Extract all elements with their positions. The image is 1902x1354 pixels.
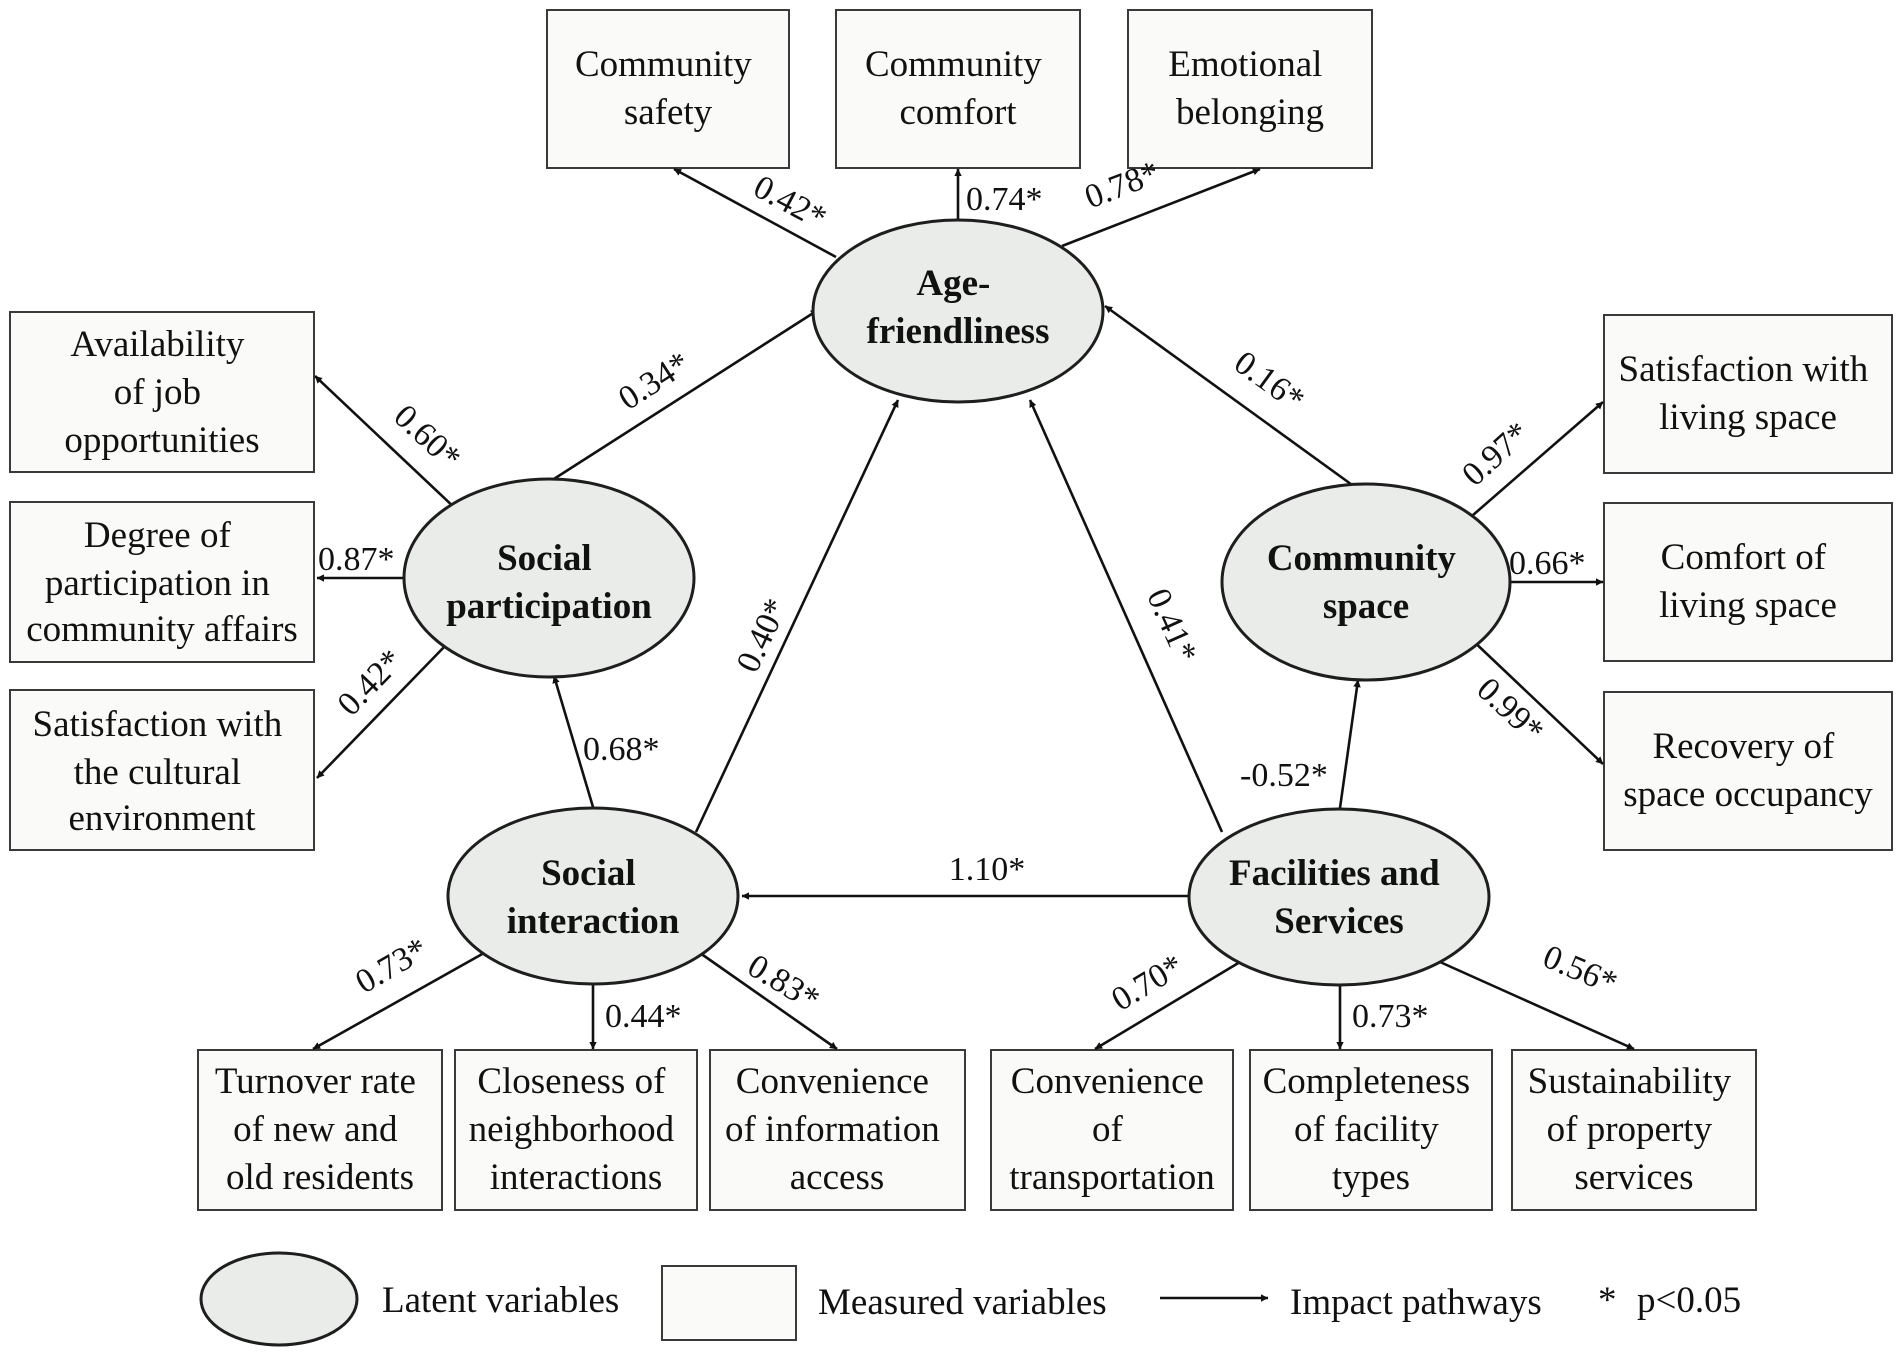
coef-fs-transport: 0.70* [1105, 947, 1190, 1018]
measured-cultural-environment: Satisfaction with the cultural environme… [9, 689, 315, 851]
coef-cs-comfort: 0.66* [1509, 545, 1586, 582]
coef-cs-recovery: 0.99* [1470, 671, 1551, 750]
coef-si-turnover: 0.73* [349, 931, 434, 1001]
coef-age-safety: 0.42* [747, 168, 832, 237]
svg-text:Recovery of space occupa: Recovery of space occupancy [1623, 726, 1873, 815]
svg-text:Turnover rate of new and: Turnover rate of new and old residents [215, 1061, 425, 1198]
measured-neighborhood-closeness: Closeness of neighborhood interactions [454, 1049, 698, 1211]
path-age-to-belonging [1061, 167, 1261, 248]
legend-measured-swatch [661, 1265, 797, 1341]
coef-sp-cultural: 0.42* [331, 642, 411, 723]
legend-latent-swatch [199, 1251, 359, 1347]
coef-age-belonging: 0.78* [1080, 154, 1165, 216]
svg-text:Closeness of neighborhoo: Closeness of neighborhood interactions [469, 1061, 684, 1198]
path-fs-to-transport [1094, 960, 1241, 1051]
coef-fs-sustainability: 0.56* [1538, 938, 1623, 1002]
svg-text:Age- friendliness: Age- friendliness [867, 263, 1050, 352]
coef-cs-satisfaction: 0.97* [1455, 415, 1537, 494]
coef-si-age: 0.40* [730, 593, 796, 678]
measured-participation-degree: Degree of participation in community aff… [9, 501, 315, 663]
coef-fs-cs: -0.52* [1240, 757, 1328, 794]
coef-sp-age: 0.34* [612, 345, 696, 418]
svg-text:Community safety: Community safety [575, 44, 761, 133]
legend-latent-label: Latent variables [382, 1280, 619, 1321]
coef-si-closeness: 0.44* [605, 998, 682, 1035]
measured-living-space-satisfaction: Satisfaction with living space [1603, 314, 1893, 474]
measured-space-occupancy: Recovery of space occupancy [1603, 691, 1893, 851]
measured-job-opportunities: Availability of job opportunities [9, 311, 315, 473]
path-cs-to-satisfaction [1464, 401, 1604, 523]
path-cs-to-age [1104, 304, 1367, 497]
coef-fs-age: 0.41* [1139, 583, 1204, 668]
legend-pathway-label: Impact pathways [1290, 1282, 1542, 1323]
svg-text:Convenience of informati: Convenience of information access [725, 1061, 949, 1198]
svg-text:Community space: Community space [1267, 538, 1465, 627]
path-si-to-age [694, 399, 900, 833]
legend-measured-label: Measured variables [818, 1282, 1107, 1323]
path-fs-to-age [1028, 399, 1224, 833]
latent-social-interaction: Social interaction [446, 806, 740, 986]
latent-facilities-services: Facilities and Services [1187, 807, 1491, 987]
latent-social-participation: Social participation [402, 477, 696, 679]
path-sp-to-age [531, 308, 819, 495]
coef-sp-degree: 0.87* [318, 541, 395, 578]
path-si-to-information [699, 951, 838, 1051]
svg-text:Completeness of facility: Completeness of facility types [1263, 1061, 1480, 1198]
legend-significance-mark: * [1598, 1280, 1617, 1321]
coef-cs-age: 0.16* [1227, 344, 1311, 419]
path-fs-to-cs [1338, 679, 1361, 809]
path-age-to-safety [673, 167, 837, 259]
svg-text:Availability of job: Availability of job opportunities [64, 324, 259, 461]
coef-si-sp: 0.68* [583, 731, 660, 768]
svg-text:Community comfort: Community comfort [865, 44, 1051, 133]
coef-sp-job: 0.60* [387, 398, 468, 477]
svg-text:Degree of participation: Degree of participation in community aff… [26, 515, 298, 650]
measured-transportation: Convenience of transportation [990, 1049, 1234, 1211]
measured-community-comfort: Community comfort [835, 9, 1081, 169]
legend: Latent variables Measured variables Impa… [199, 1251, 1741, 1347]
measured-turnover-rate: Turnover rate of new and old residents [197, 1049, 443, 1211]
measured-information-access: Convenience of information access [709, 1049, 966, 1211]
path-cs-to-recovery [1468, 636, 1604, 765]
latent-community-space: Community space [1220, 482, 1512, 682]
measured-property-services: Sustainability of property services [1511, 1049, 1757, 1211]
svg-text:Satisfaction with the cu: Satisfaction with the cultural environme… [33, 704, 292, 839]
measured-emotional-belonging: Emotional belonging [1127, 9, 1373, 169]
measured-facility-types: Completeness of facility types [1249, 1049, 1493, 1211]
svg-text:Emotional belonging: Emotional belonging [1168, 44, 1331, 133]
path-si-to-sp [552, 675, 595, 808]
coef-si-information: 0.83* [741, 947, 826, 1018]
svg-text:Social interaction: Social interaction [507, 853, 680, 942]
coef-age-comfort: 0.74* [966, 181, 1043, 218]
svg-text:Convenience of tra: Convenience of transportation [1009, 1061, 1215, 1198]
latent-age-friendliness: Age- friendliness [811, 218, 1105, 404]
coef-fs-si: 1.10* [949, 851, 1026, 888]
path-sp-to-cultural [316, 644, 447, 779]
svg-text:Comfort of living space: Comfort of living space [1659, 537, 1837, 626]
path-sp-to-job [314, 375, 458, 511]
measured-living-space-comfort: Comfort of living space [1603, 502, 1893, 662]
svg-text:Facilities and Services: Facilities and Services [1229, 853, 1449, 942]
measured-community-safety: Community safety [546, 9, 790, 169]
path-si-to-turnover [312, 951, 485, 1051]
legend-significance-label: p<0.05 [1637, 1280, 1741, 1321]
svg-text:Satisfaction with living: Satisfaction with living space [1619, 349, 1878, 438]
coef-fs-completeness: 0.73* [1352, 998, 1429, 1035]
svg-text:Social participation: Social participation [446, 538, 652, 627]
svg-text:Sustainability of proper: Sustainability of property services [1528, 1061, 1741, 1198]
path-fs-to-sustainability [1439, 960, 1635, 1051]
